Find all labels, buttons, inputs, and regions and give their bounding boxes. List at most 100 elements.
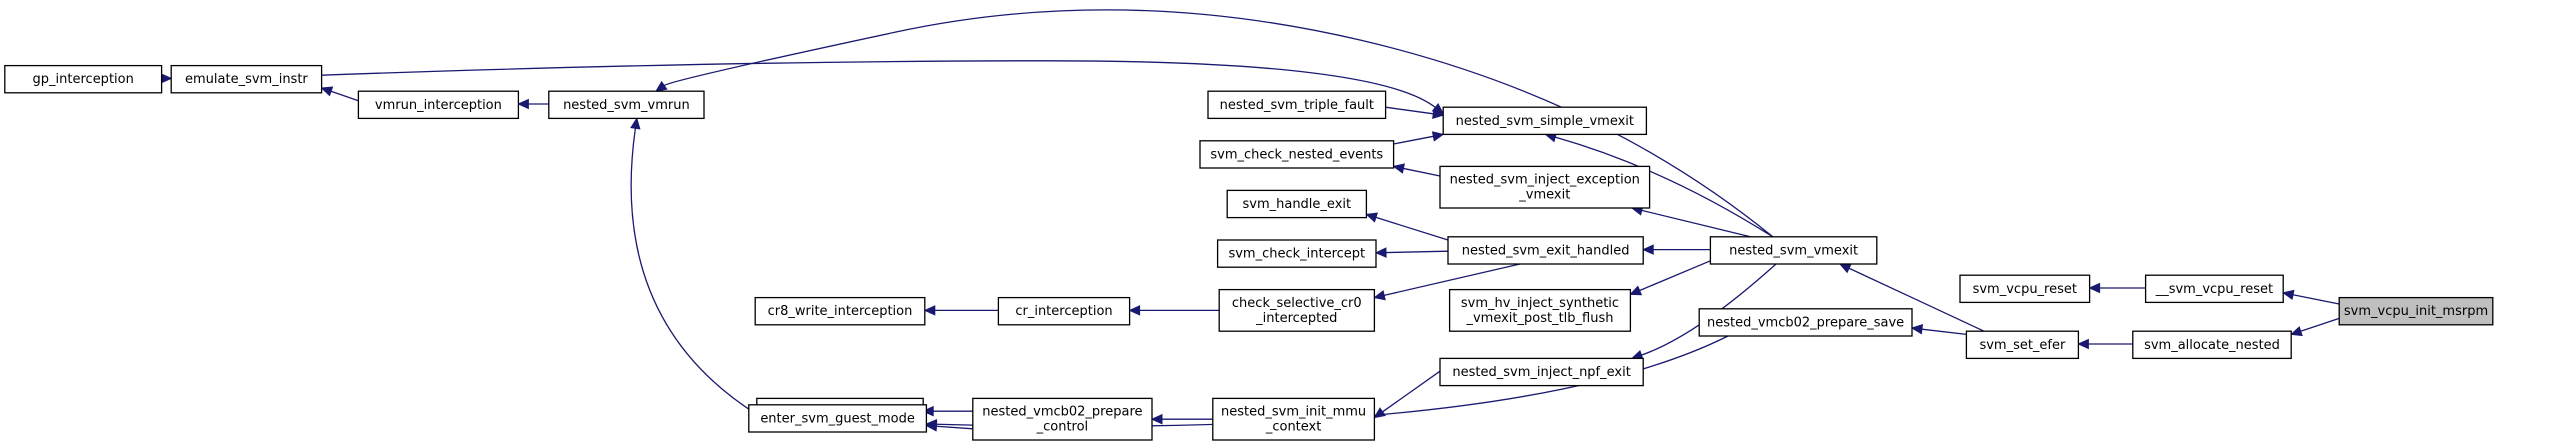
edge-arrowhead [1150, 413, 1163, 425]
node-box [1439, 165, 1651, 209]
node-box [548, 90, 705, 120]
node-label: cr_interception [1015, 304, 1112, 319]
edge-line [321, 60, 1436, 108]
edge-line [1403, 167, 1441, 177]
node-label: check_selective_cr0 [1232, 296, 1362, 311]
edge-arrowhead [1373, 290, 1386, 301]
edge-line [1848, 267, 1985, 332]
edge-nested_svm_init_mmu_context-to-nested_vmcb02_prepare_control [1150, 413, 1213, 425]
node-label: emulate_svm_instr [185, 72, 308, 87]
node-box [1447, 236, 1644, 265]
node-label: _vmexit [1518, 188, 1570, 203]
node-box [1226, 189, 1368, 219]
edge-svm_set_efer-to-nested_vmcb02_prepare_save [1910, 323, 1967, 336]
node-label: cr8_write_interception [768, 304, 913, 319]
node-box [170, 64, 323, 94]
node-cr8-write-interception[interactable]: cr8_write_interception [754, 296, 926, 326]
node-label: svm_check_intercept [1228, 247, 1365, 262]
edge-line [936, 425, 973, 430]
node-check-selective-cr0-intercepted[interactable]: check_selective_cr0_intercepted [1218, 288, 1376, 332]
edge-arrowhead [2282, 289, 2295, 301]
edge-line [1385, 250, 1449, 254]
call-graph-edges [160, 9, 2340, 432]
node-nested-svm-init-mmu-context[interactable]: nested_svm_init_mmu_context [1212, 397, 1376, 441]
edge-arrowhead [921, 405, 934, 417]
edge-enter_svm_guest_mode-to-nested_svm_vmrun [630, 117, 758, 415]
node-box [1199, 140, 1395, 169]
node-box [1709, 236, 1878, 265]
edge-arrowhead [923, 305, 936, 316]
edge-nested_svm_exit_handled-to-svm_check_intercept [1374, 247, 1449, 258]
edge-nested_svm_vmrun-to-vmrun_interception [517, 98, 549, 110]
node-svm-vcpu-init-msrpm[interactable]: svm_vcpu_init_msrpm [2338, 296, 2494, 326]
node-svm-hv-inject-synthetic-vmexit-post-tlb-flush[interactable]: svm_hv_inject_synthetic_vmexit_post_tlb_… [1448, 288, 1632, 332]
edge-line [1375, 216, 1449, 241]
node-label: nested_svm_vmrun [563, 98, 690, 113]
node-label: svm_handle_exit [1242, 197, 1351, 212]
node-label: svm_vcpu_init_msrpm [2344, 304, 2488, 319]
edge-line [330, 90, 359, 102]
edge-arrowhead [320, 86, 334, 97]
edge-nested_svm_exit_handled-to-svm_handle_exit [1365, 212, 1449, 241]
edge-arrowhead [1128, 305, 1141, 316]
node-svm-check-intercept[interactable]: svm_check_intercept [1216, 239, 1377, 268]
edge-arrowhead [1910, 323, 1924, 335]
node-box [1212, 397, 1376, 441]
node-svm-set-efer[interactable]: svm_set_efer [1965, 330, 2080, 360]
edge-arrowhead [1374, 247, 1387, 258]
node-gp-interception[interactable]: gp_interception [4, 64, 163, 94]
node-svm-allocate-nested[interactable]: svm_allocate_nested [2132, 330, 2292, 360]
edge-nested_svm_vmexit-to-nested_svm_inject_exception_vmexit [1630, 205, 1751, 238]
node-nested-vmcb02-prepare-control[interactable]: nested_vmcb02_prepare_control [972, 397, 1153, 441]
node-nested-svm-exit-handled[interactable]: nested_svm_exit_handled [1447, 236, 1644, 265]
edge-arrowhead [1373, 407, 1387, 419]
edge-gp_interception-to-emulate_svm_instr [160, 73, 173, 84]
node-label: nested_svm_triple_fault [1220, 98, 1374, 113]
node-nested-svm-simple-vmexit[interactable]: nested_svm_simple_vmexit [1442, 106, 1648, 136]
edge-arrowhead [1432, 108, 1445, 119]
edge-nested_vmcb02_prepare_control-to-svm_set_nested_state [921, 405, 973, 417]
edge-nested_svm_inject_npf_exit-to-nested_svm_init_mmu_context [1373, 370, 1441, 419]
node-box [2132, 330, 2292, 360]
edge-arrowhead [1365, 212, 1378, 223]
node-svm-handle-exit[interactable]: svm_handle_exit [1226, 189, 1368, 219]
node-cr-interception[interactable]: cr_interception [997, 296, 1131, 326]
node-nested-svm-vmrun[interactable]: nested_svm_vmrun [548, 90, 705, 120]
node-nested-svm-inject-exception-vmexit[interactable]: nested_svm_inject_exception_vmexit [1439, 165, 1651, 209]
node---svm-vcpu-reset[interactable]: __svm_vcpu_reset [2144, 274, 2284, 304]
node-label: nested_svm_simple_vmexit [1456, 114, 1634, 129]
node-label: nested_vmcb02_prepare_save [1707, 315, 1904, 330]
edge-line [2292, 294, 2340, 305]
node-nested-svm-triple-fault[interactable]: nested_svm_triple_fault [1207, 90, 1387, 120]
node-label: svm_allocate_nested [2144, 338, 2280, 353]
edge-svm_check_nested_events-to-nested_svm_simple_vmexit [1393, 131, 1445, 145]
edge-svm_allocate_nested-to-svm_set_efer [2077, 338, 2133, 350]
node-box [754, 296, 926, 326]
node-label: gp_interception [33, 72, 134, 87]
node-box [1698, 308, 1913, 337]
node-label: vmrun_interception [375, 98, 502, 113]
edge-line [1382, 370, 1441, 413]
node-nested-vmcb02-prepare-save[interactable]: nested_vmcb02_prepare_save [1698, 308, 1913, 337]
edge-nested_svm_inject_exception_vmexit-to-svm_check_nested_events [1392, 163, 1441, 177]
edge-arrowhead [1641, 244, 1654, 255]
node-label: nested_svm_vmexit [1729, 243, 1858, 258]
node-vmrun-interception[interactable]: vmrun_interception [357, 90, 520, 120]
node-box [357, 90, 520, 120]
node-box [748, 404, 928, 433]
node-nested-svm-vmexit[interactable]: nested_svm_vmexit [1709, 236, 1878, 265]
node-box [1216, 239, 1377, 268]
node-svm-check-nested-events[interactable]: svm_check_nested_events [1199, 140, 1395, 169]
node-box [1218, 288, 1376, 332]
node-box [1442, 106, 1648, 136]
node-nested-svm-inject-npf-exit[interactable]: nested_svm_inject_npf_exit [1439, 357, 1644, 387]
edge-line [630, 128, 758, 415]
edge-line [1641, 209, 1751, 238]
node-label: nested_svm_inject_npf_exit [1452, 365, 1630, 380]
node-emulate-svm-instr[interactable]: emulate_svm_instr [170, 64, 323, 94]
node-svm-vcpu-reset[interactable]: svm_vcpu_reset [1959, 274, 2091, 304]
edge-arrowhead [655, 80, 668, 92]
node-enter-svm-guest-mode[interactable]: enter_svm_guest_mode [748, 404, 928, 433]
node-label: __svm_vcpu_reset [2155, 282, 2273, 297]
edge-nested_svm_vmexit-to-nested_svm_exit_handled [1641, 244, 1711, 255]
